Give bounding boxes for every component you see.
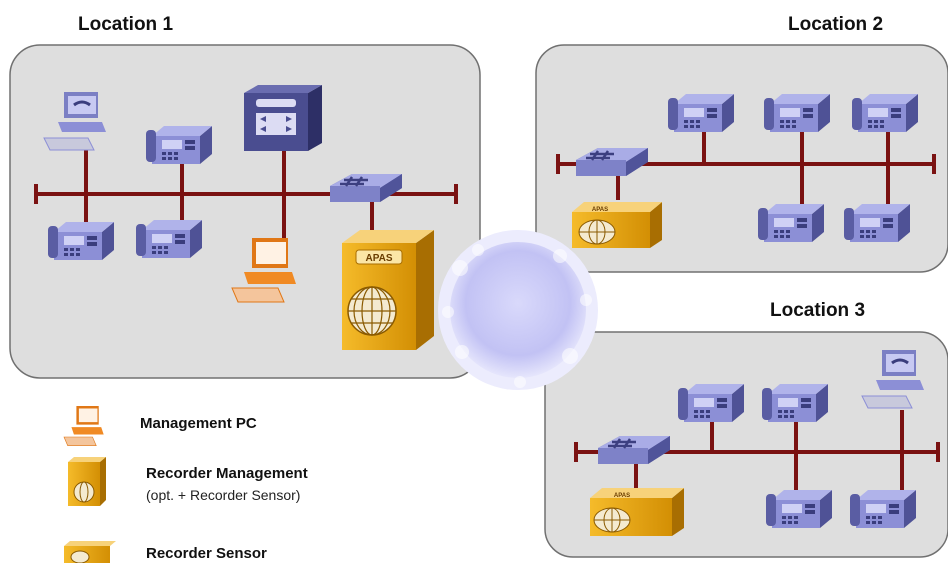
device-label: APAS xyxy=(365,253,392,264)
recorder-server-icon: APAS xyxy=(342,230,434,350)
legend: Management PC Recorder Management (opt. … xyxy=(63,405,308,563)
legend-recorder-management-icon xyxy=(68,457,106,506)
legend-management-pc-label: Management PC xyxy=(140,415,257,432)
location-3-title: Location 3 xyxy=(770,300,865,321)
gateway-icon xyxy=(244,85,322,151)
location-1-title: Location 1 xyxy=(78,14,173,35)
device-label: APAS xyxy=(592,207,608,213)
legend-recorder-management-sub: (opt. + Recorder Sensor) xyxy=(146,487,300,503)
legend-management-pc-icon xyxy=(63,405,104,446)
recorder-sensor-icon: APAS xyxy=(590,488,684,536)
network-cloud-icon xyxy=(438,230,598,390)
legend-recorder-sensor-label: Recorder Sensor xyxy=(146,545,267,562)
location-2-title: Location 2 xyxy=(788,14,883,35)
device-label: APAS xyxy=(614,493,630,499)
legend-recorder-management-label: Recorder Management xyxy=(146,465,308,482)
legend-recorder-sensor-icon xyxy=(64,541,116,563)
recorder-sensor-icon: APAS xyxy=(572,202,662,248)
